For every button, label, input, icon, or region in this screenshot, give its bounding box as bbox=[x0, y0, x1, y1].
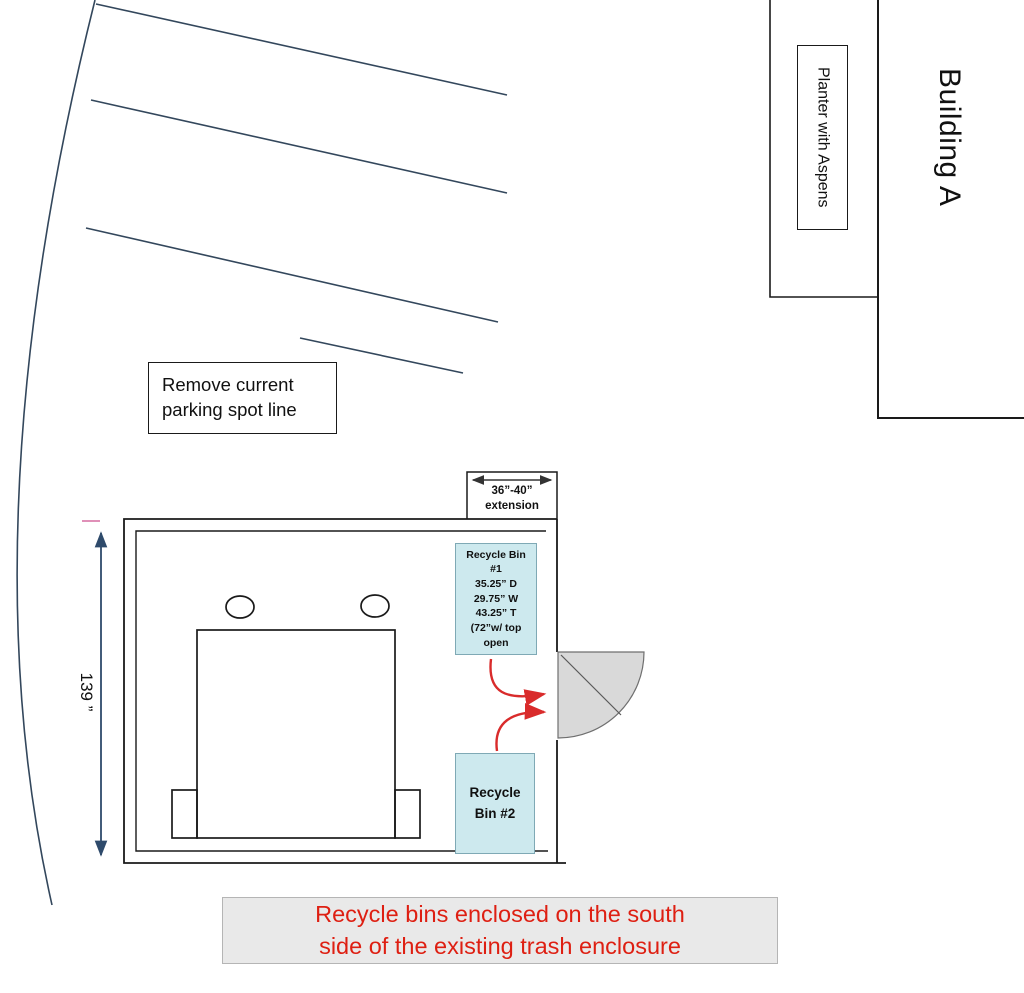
remove-parking-line2: parking spot line bbox=[162, 399, 297, 420]
bin1-line: (72”w/ top bbox=[470, 622, 522, 635]
bin1-line: 29.75” W bbox=[473, 592, 519, 605]
dumpster bbox=[171, 594, 421, 839]
bin1-line: 43.25” T bbox=[475, 607, 517, 620]
planter-box: Planter with Aspens bbox=[797, 45, 848, 230]
dumpster-foot-left bbox=[171, 789, 198, 839]
caption-box: Recycle bins enclosed on the south side … bbox=[222, 897, 778, 964]
dumpster-hinge-right bbox=[360, 594, 390, 618]
enclosure-walls bbox=[123, 471, 566, 864]
curb-line bbox=[16, 0, 96, 906]
extension-label: 36”-40” extension bbox=[468, 484, 556, 514]
bin1-line: open bbox=[483, 636, 509, 649]
dumpster-hinge-left bbox=[225, 595, 255, 619]
extension-size: 36”-40” bbox=[491, 485, 533, 497]
building-outline bbox=[769, 0, 1024, 419]
extension-outline bbox=[466, 471, 558, 519]
bin2-arrow bbox=[495, 703, 547, 752]
bin2-line2: Bin #2 bbox=[474, 805, 516, 821]
remove-parking-note: Remove current parking spot line bbox=[148, 362, 337, 434]
bin2-line1: Recycle bbox=[469, 785, 521, 801]
bin1-line: 35.25” D bbox=[474, 577, 518, 590]
parking-lines bbox=[85, 3, 508, 374]
bin1-arrow bbox=[489, 658, 547, 706]
recycle-bin-1: Recycle Bin #1 35.25” D 29.75” W 43.25” … bbox=[455, 543, 537, 655]
dumpster-body bbox=[196, 629, 396, 839]
planter-label: Planter with Aspens bbox=[814, 67, 832, 208]
parking-line bbox=[90, 99, 508, 194]
bin1-line: Recycle Bin bbox=[466, 548, 526, 561]
height-dimension-label: 139 ” bbox=[77, 672, 96, 712]
recycle-routing-arrows bbox=[489, 658, 547, 752]
door-swing bbox=[557, 651, 645, 739]
parking-line bbox=[85, 227, 499, 323]
caption-line2: side of the existing trash enclosure bbox=[319, 932, 681, 959]
parking-line bbox=[299, 337, 464, 374]
building-a-label: Building A bbox=[933, 67, 966, 207]
parking-line bbox=[95, 3, 508, 96]
recycle-bin-2: Recycle Bin #2 bbox=[455, 753, 535, 854]
remove-parking-line1: Remove current bbox=[162, 374, 294, 396]
extension-word: extension bbox=[485, 499, 539, 512]
dumpster-foot-right bbox=[394, 789, 421, 839]
caption-line1: Recycle bins enclosed on the south bbox=[315, 901, 685, 928]
bin1-line: #1 bbox=[490, 563, 502, 576]
